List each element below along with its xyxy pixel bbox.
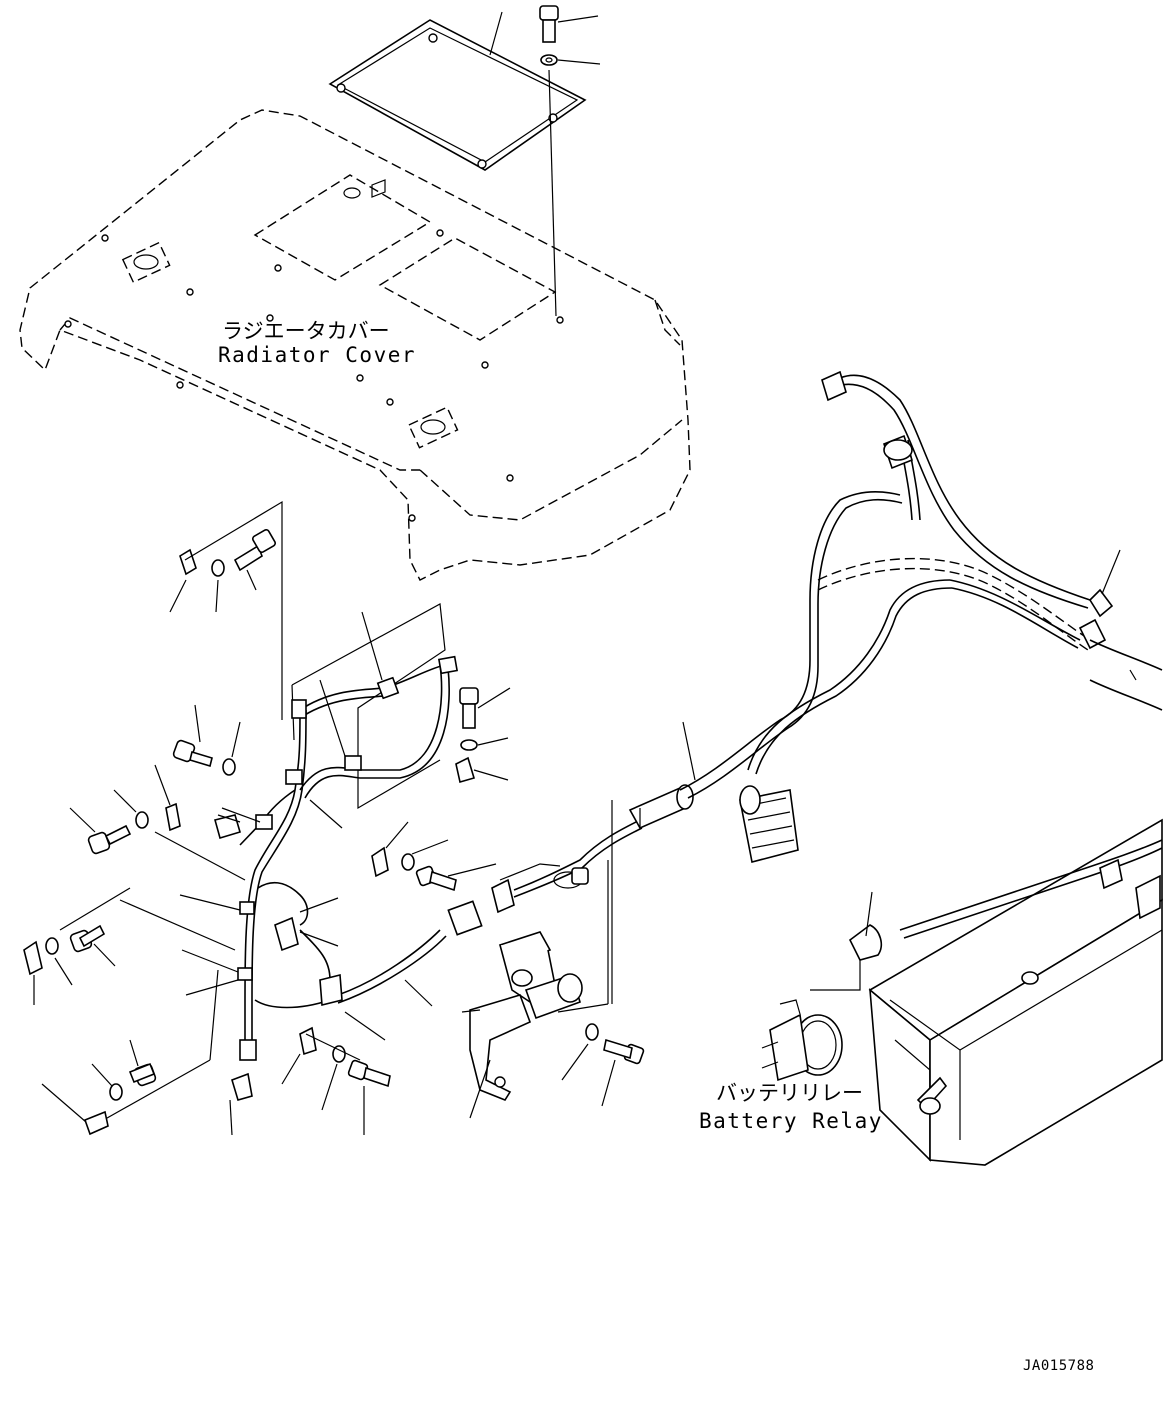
battery-relay-label-en: Battery Relay bbox=[699, 1109, 883, 1133]
mid-fasteners bbox=[281, 687, 511, 1135]
inspection-plate bbox=[328, 11, 587, 171]
relay-bracket-assembly bbox=[461, 784, 694, 1119]
plate-bolt bbox=[539, 5, 601, 317]
battery-relay bbox=[761, 999, 843, 1082]
radiator-cover-label-jp: ラジエータカバー bbox=[222, 319, 390, 343]
long-harness bbox=[679, 370, 1163, 863]
battery-box bbox=[810, 818, 1163, 1166]
harness-connector-block bbox=[739, 785, 799, 863]
radiator-cover-label-en: Radiator Cover bbox=[218, 343, 416, 367]
main-harness bbox=[59, 603, 483, 1123]
drawing-id: JA015788 bbox=[1023, 1358, 1094, 1374]
cover-bolt-holes bbox=[64, 229, 564, 522]
left-fasteners bbox=[23, 704, 241, 1136]
leader-lines-harness bbox=[179, 611, 433, 1136]
battery-relay-label-jp: バッテリリレー bbox=[716, 1081, 863, 1105]
clip-hardware-top bbox=[169, 500, 283, 720]
